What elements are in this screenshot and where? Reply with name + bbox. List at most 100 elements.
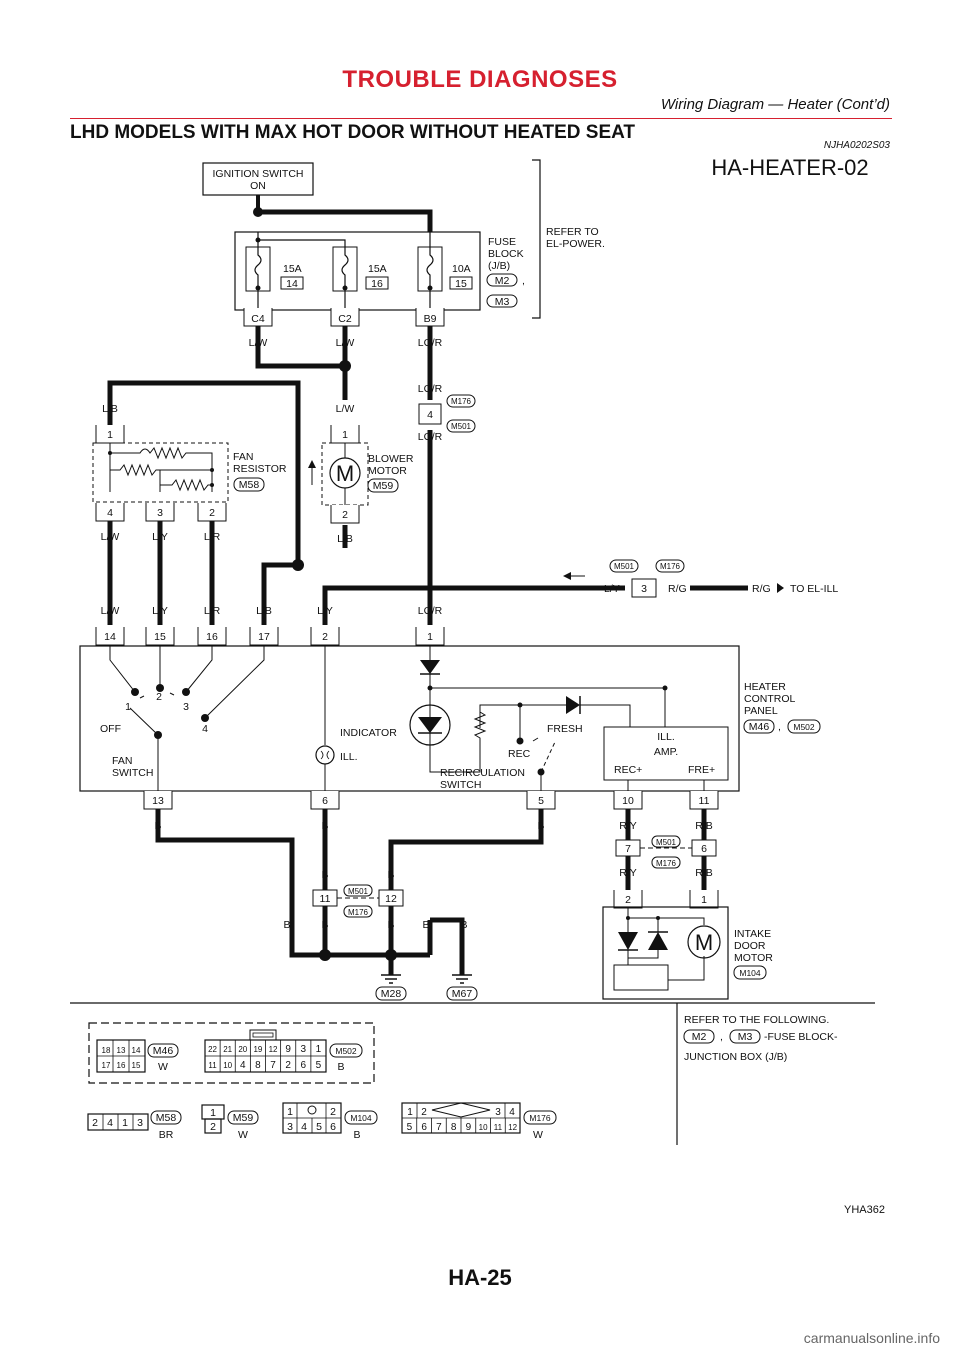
m104-c-5: 5 bbox=[316, 1121, 322, 1133]
panel-wire-ly2: L/Y bbox=[317, 605, 333, 617]
panel-wire-lgr: LG/R bbox=[418, 605, 443, 617]
amp-fre-plus: FRE+ bbox=[688, 764, 715, 776]
ill-label: ILL. bbox=[340, 751, 358, 763]
m502-c-8: 8 bbox=[255, 1060, 261, 1071]
joint-gnd-conn-a: M501 bbox=[348, 887, 369, 896]
joint-ry-pin-7: 7 bbox=[625, 843, 631, 855]
blower-label-1: BLOWER bbox=[368, 453, 414, 465]
joint-ry-pin-6: 6 bbox=[701, 843, 707, 855]
m502-c-21: 21 bbox=[223, 1045, 232, 1054]
illum-wire-ly: L/Y bbox=[604, 583, 620, 595]
panel-conn-m502: M502 bbox=[793, 722, 815, 732]
splice-lb bbox=[292, 559, 304, 571]
fuse3-num: 15 bbox=[455, 278, 467, 290]
panel-wire-ly: L/Y bbox=[152, 605, 168, 617]
fuse3-amp: 10A bbox=[452, 263, 471, 275]
fan-resistor-pin-3: 3 bbox=[157, 507, 163, 519]
rec-label: REC bbox=[508, 748, 531, 760]
m176-c-8: 8 bbox=[451, 1122, 457, 1133]
m176-c-1: 1 bbox=[407, 1107, 413, 1118]
m176-c-9: 9 bbox=[466, 1122, 472, 1133]
fuse-conn-m3: M3 bbox=[495, 296, 510, 308]
fuse-term-c4: C4 bbox=[251, 313, 265, 325]
joint-ry-lwire-rb: R/B bbox=[695, 867, 713, 879]
page-number: HA-25 bbox=[448, 1265, 512, 1290]
panel-bwire-b1: B bbox=[154, 820, 161, 832]
fan-resistor-pin-4: 4 bbox=[107, 507, 113, 519]
connector-view-m46: 18 13 14 17 16 15 M46 W bbox=[96, 1039, 179, 1073]
fan-resistor-wire-lr: L/R bbox=[204, 531, 221, 543]
refer-suffix: -FUSE BLOCK- bbox=[764, 1031, 838, 1043]
intake-conn: M104 bbox=[739, 968, 761, 978]
m502-c-9: 9 bbox=[285, 1044, 291, 1055]
splice-lw bbox=[339, 360, 351, 372]
m59-c-1: 1 bbox=[210, 1107, 216, 1119]
m176-c-4: 4 bbox=[509, 1107, 515, 1118]
intake-m: M bbox=[695, 930, 713, 955]
joint-gnd-conn-b: M176 bbox=[348, 908, 369, 917]
panel-pin-1: 1 bbox=[427, 631, 433, 643]
diagram-name: HA-HEATER-02 bbox=[711, 155, 868, 180]
panel-pin-6: 6 bbox=[322, 795, 328, 807]
fan-switch-label-2: SWITCH bbox=[112, 767, 153, 779]
panel-pin-5: 5 bbox=[538, 795, 544, 807]
joint-gnd-uwire-2: B bbox=[387, 869, 394, 881]
section-code: NJHA0202S03 bbox=[823, 140, 890, 151]
m46-c-17: 17 bbox=[102, 1061, 111, 1070]
fan-switch-label-1: FAN bbox=[112, 755, 132, 767]
m502-name: M502 bbox=[335, 1046, 357, 1056]
fuse-term-b9: B9 bbox=[424, 313, 437, 325]
m46-c-13: 13 bbox=[117, 1046, 126, 1055]
m502-c-5: 5 bbox=[316, 1060, 322, 1071]
fuse1-num: 14 bbox=[286, 278, 298, 290]
m104-c-3: 3 bbox=[287, 1121, 293, 1133]
refer-line-3: JUNCTION BOX (J/B) bbox=[684, 1051, 787, 1063]
joint-ry-conn-a: M501 bbox=[656, 838, 677, 847]
m176-c-7: 7 bbox=[436, 1122, 442, 1133]
joint-lgr-bottom-wire: LG/R bbox=[418, 431, 443, 443]
m176-c-10: 10 bbox=[479, 1123, 488, 1132]
blower-pin-1: 1 bbox=[342, 429, 348, 441]
refer-conn-m3: M3 bbox=[738, 1031, 753, 1043]
panel-conn-sep: , bbox=[778, 721, 781, 733]
ignition-label-2: ON bbox=[250, 180, 266, 192]
m502-c-7: 7 bbox=[270, 1060, 276, 1071]
heater-control-panel: L/W L/Y L/R L/B L/Y LG/R 14 15 16 17 2 1 bbox=[79, 605, 821, 832]
m46-c-16: 16 bbox=[117, 1061, 126, 1070]
joint-ground: B B 11 12 M501 M176 B B B B B M28 M67 bbox=[283, 869, 478, 1001]
m502-c-12: 12 bbox=[269, 1045, 278, 1054]
fan-resistor: L/B 1 4 3 2 L/W L/Y L/R FAN RESISTOR M58 bbox=[92, 403, 287, 543]
panel-bwire-rb: R/B bbox=[695, 820, 713, 832]
m176-c-5: 5 bbox=[407, 1122, 413, 1133]
fan-resistor-wire-lw: L/W bbox=[101, 531, 120, 543]
m502-c-22: 22 bbox=[208, 1045, 217, 1054]
fan-pos-4: 4 bbox=[202, 723, 208, 735]
m502-c-3: 3 bbox=[301, 1044, 307, 1055]
m59-name: M59 bbox=[233, 1112, 254, 1124]
joint-lgr-conn-a: M176 bbox=[451, 397, 472, 406]
panel-label-2: CONTROL bbox=[744, 693, 795, 705]
refer-conn-m2: M2 bbox=[692, 1031, 707, 1043]
blower-motor: L/W 1 M 2 L/B BLOWER MOTOR M59 bbox=[308, 403, 414, 545]
joint-ry-conn-b: M176 bbox=[656, 859, 677, 868]
splice-gnd-2 bbox=[385, 949, 397, 961]
footer-watermark: carmanualsonline.info bbox=[803, 1330, 940, 1346]
joint-gnd-pin-12: 12 bbox=[385, 893, 397, 905]
m502-color: B bbox=[337, 1061, 344, 1073]
ignition-switch: IGNITION SWITCH ON bbox=[202, 162, 433, 232]
fuse1-amp: 15A bbox=[283, 263, 302, 275]
fuse-term-c2: C2 bbox=[338, 313, 352, 325]
fan-resistor-conn: M58 bbox=[239, 479, 260, 491]
panel-pin-11: 11 bbox=[699, 795, 710, 807]
m46-c-18: 18 bbox=[102, 1046, 111, 1055]
m502-c-6: 6 bbox=[301, 1060, 307, 1071]
m104-c-2: 2 bbox=[330, 1106, 336, 1118]
panel-bwire-b3: B bbox=[537, 820, 544, 832]
refer-line-1: REFER TO THE FOLLOWING. bbox=[684, 1014, 829, 1026]
m104-name: M104 bbox=[350, 1113, 372, 1123]
m502-c-19: 19 bbox=[253, 1045, 262, 1054]
illum-joint: M501 M176 L/Y 3 R/G R/G TO EL-ILL bbox=[563, 559, 838, 598]
indicator-label: INDICATOR bbox=[340, 727, 397, 739]
